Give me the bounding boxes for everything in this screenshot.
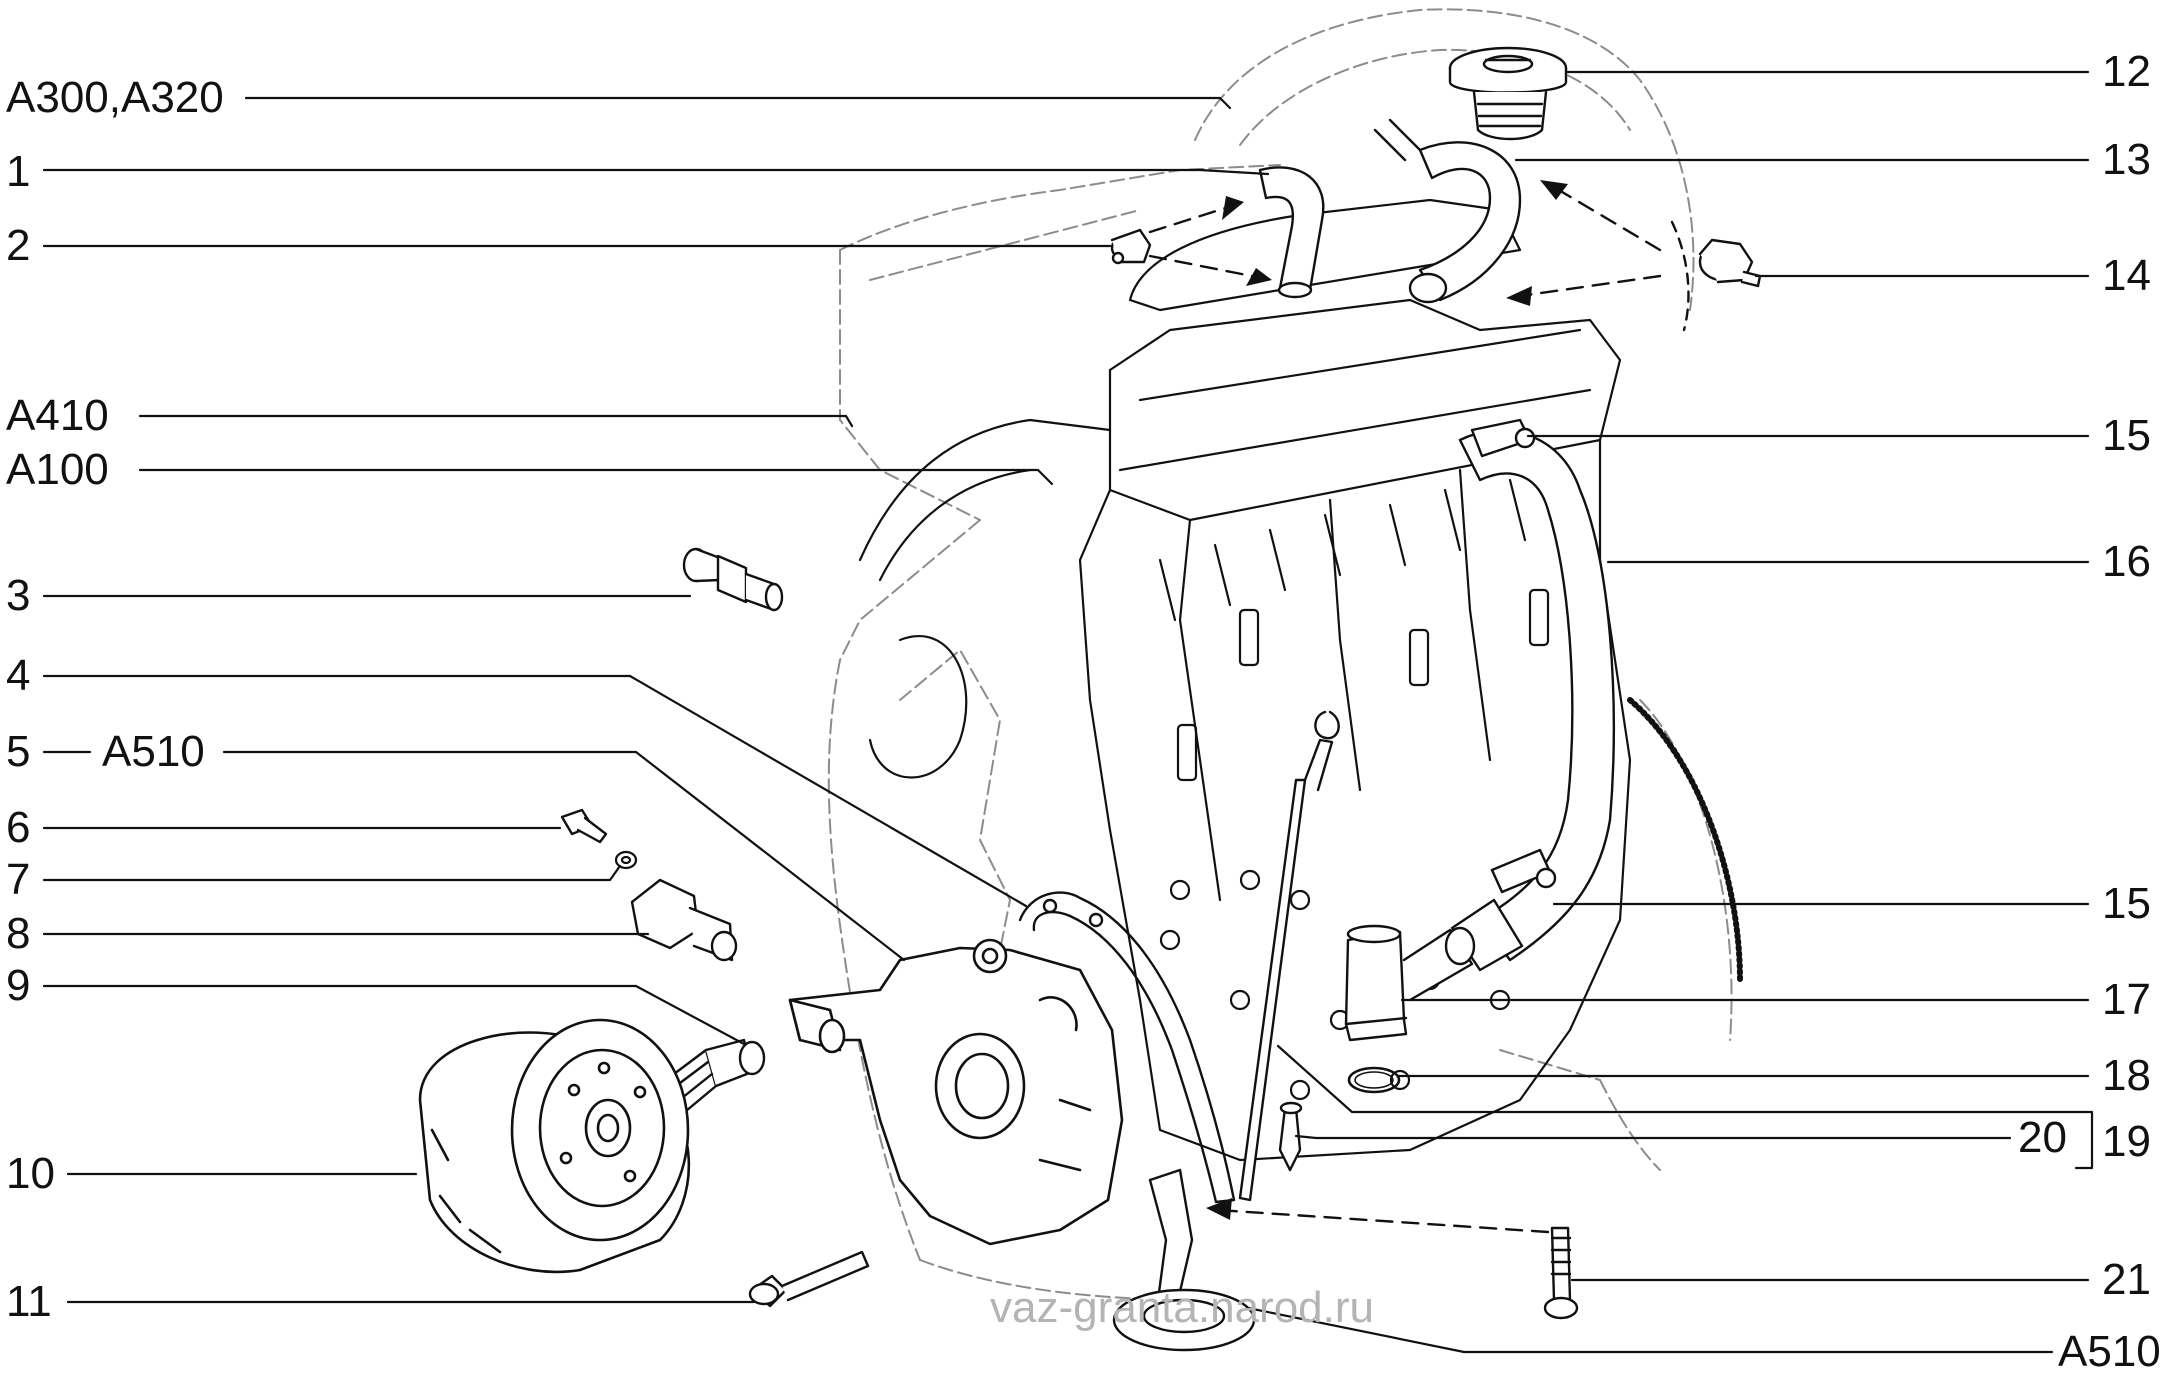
oil-separator — [1344, 924, 1476, 1042]
leader-4 — [42, 674, 1028, 908]
label-17: 17 — [2102, 975, 2151, 1024]
label-14: 14 — [2102, 251, 2151, 300]
arrow-heads — [1206, 180, 1568, 1220]
hose-clamp-small — [1110, 228, 1152, 265]
label-a410: A410 — [6, 391, 109, 440]
label-2: 2 — [6, 221, 31, 270]
label-15-top: 15 — [2102, 411, 2151, 460]
oil-filter — [418, 1018, 691, 1274]
gasket — [1018, 891, 1236, 1204]
label-1: 1 — [6, 147, 31, 196]
crankshaft-sensor — [630, 878, 738, 962]
washer — [614, 850, 638, 870]
bracket-arc-14 — [1670, 220, 1690, 332]
leader-7 — [42, 864, 622, 882]
assembly-arrows — [1148, 184, 1690, 1234]
leader-a510-right — [1246, 1306, 2054, 1354]
label-6: 6 — [6, 803, 31, 852]
leader-a510-left — [222, 750, 906, 962]
label-a100: A100 — [6, 445, 109, 494]
leader-1 — [42, 168, 1270, 176]
o-ring — [1347, 1066, 1401, 1094]
breather-hose-small — [1258, 166, 1325, 299]
leader-a300 — [244, 96, 1232, 110]
leader-lines — [42, 70, 2094, 1354]
label-5: 5 — [6, 727, 31, 776]
arrow-clamp-to-hose-bottom — [1148, 254, 1264, 280]
label-19: 19 — [2102, 1117, 2151, 1166]
arrow-clamp14-to-hose13-bottom — [1518, 274, 1662, 298]
hose-clamp-spring — [1698, 238, 1762, 288]
breather-hose-upper — [1373, 118, 1522, 304]
label-21: 21 — [2102, 1255, 2151, 1304]
leader-9 — [42, 984, 746, 1046]
mounting-bolt — [1543, 1226, 1579, 1320]
arrow-bolt21-to-pickup — [1216, 1208, 1550, 1234]
label-11: 11 — [6, 1277, 52, 1326]
label-20: 20 — [2018, 1113, 2067, 1162]
oil-pickup — [1112, 1168, 1256, 1352]
dipstick — [1238, 710, 1340, 1202]
arrow-clamp-to-hose-top — [1148, 203, 1237, 234]
label-a510-left: A510 — [102, 727, 205, 776]
label-10: 10 — [6, 1149, 55, 1198]
watermark: vaz-granta.narod.ru — [990, 1283, 1374, 1332]
label-12: 12 — [2102, 47, 2151, 96]
leader-a100 — [138, 468, 1054, 486]
label-15-bottom: 15 — [2102, 879, 2151, 928]
label-4: 4 — [6, 651, 31, 700]
dipstick-guide — [1278, 1101, 1303, 1172]
oil-pressure-sensor — [682, 547, 784, 612]
engine-block — [827, 8, 1733, 1301]
label-a300-a320: A300,A320 — [6, 73, 224, 122]
bolt — [560, 808, 608, 844]
leader-19-to-guide — [1276, 1044, 2078, 1114]
label-7: 7 — [6, 855, 31, 904]
leader-a410 — [138, 414, 854, 428]
oil-filler-cap — [1448, 46, 1568, 141]
label-8: 8 — [6, 909, 31, 958]
label-3: 3 — [6, 571, 31, 620]
breather-hose-main — [1450, 418, 1615, 972]
label-a510-right: A510 — [2058, 1327, 2161, 1376]
oil-pump — [788, 938, 1124, 1246]
bracket-19 — [2074, 1110, 2094, 1170]
label-16: 16 — [2102, 537, 2151, 586]
leader-20 — [1294, 1134, 2012, 1140]
label-18: 18 — [2102, 1051, 2151, 1100]
arrow-clamp14-to-hose13-top — [1550, 184, 1662, 252]
label-13: 13 — [2102, 135, 2151, 184]
flange-bolt — [748, 1250, 870, 1308]
label-9: 9 — [6, 961, 31, 1010]
